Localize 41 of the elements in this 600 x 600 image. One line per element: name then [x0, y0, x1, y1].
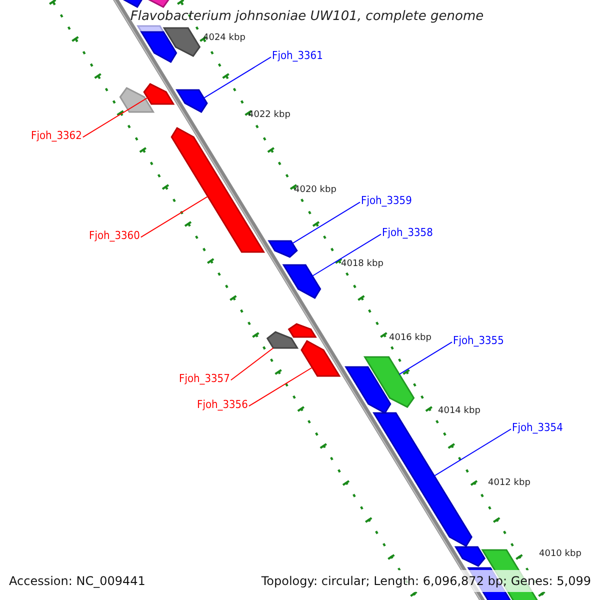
gene-feature	[162, 27, 201, 57]
scale-label: 4016 kbp	[389, 334, 432, 343]
info-text: Accession: NC_009441	[9, 575, 146, 587]
gene-label: Fjoh_3362	[31, 130, 82, 141]
gene-feature	[170, 127, 266, 253]
gene-feature	[119, 87, 155, 113]
scale-label: 4022 kbp	[248, 111, 290, 120]
gene-label: Fjoh_3359	[361, 195, 412, 206]
gene-label: Fjoh_3355	[453, 335, 504, 346]
gene-feature	[268, 240, 298, 258]
scale-label: 4020 kbp	[294, 186, 336, 195]
scale-label: 4018 kbp	[341, 260, 384, 269]
gene-feature	[300, 340, 341, 377]
gene-label: Fjoh_3358	[382, 227, 433, 238]
gene-feature	[266, 331, 299, 349]
info-text: Topology: circular; Length: 6,096,872 bp; Genes: 5,099	[261, 575, 591, 587]
leader-line	[292, 202, 360, 244]
leader-line	[82, 97, 148, 138]
gene-label: Fjoh_3356	[197, 399, 248, 410]
title: Flavobacterium johnsoniae UW101, complete genome	[130, 9, 484, 24]
gene-feature	[288, 323, 317, 338]
scale-label: 4012 kbp	[488, 479, 530, 488]
leader-line	[434, 428, 512, 476]
gene-feature	[454, 546, 486, 567]
leader-line	[312, 234, 382, 276]
gene-feature	[140, 31, 178, 63]
gene-feature	[282, 264, 322, 299]
leader-line	[140, 196, 208, 238]
gene-label: Fjoh_3354	[512, 422, 563, 433]
gene-label: Fjoh_3360	[89, 230, 140, 241]
gene-label: Fjoh_3357	[179, 373, 230, 384]
leader-line	[398, 342, 452, 375]
gene-label: Fjoh_3361	[272, 50, 323, 61]
gene-feature	[363, 356, 415, 408]
leader-line	[203, 56, 272, 99]
leader-line	[230, 348, 274, 381]
leader-line	[248, 367, 313, 407]
gene-feature	[143, 83, 175, 105]
gene-feature	[176, 89, 208, 113]
scale-label: 4014 kbp	[438, 407, 480, 416]
gene-feature	[344, 366, 392, 414]
